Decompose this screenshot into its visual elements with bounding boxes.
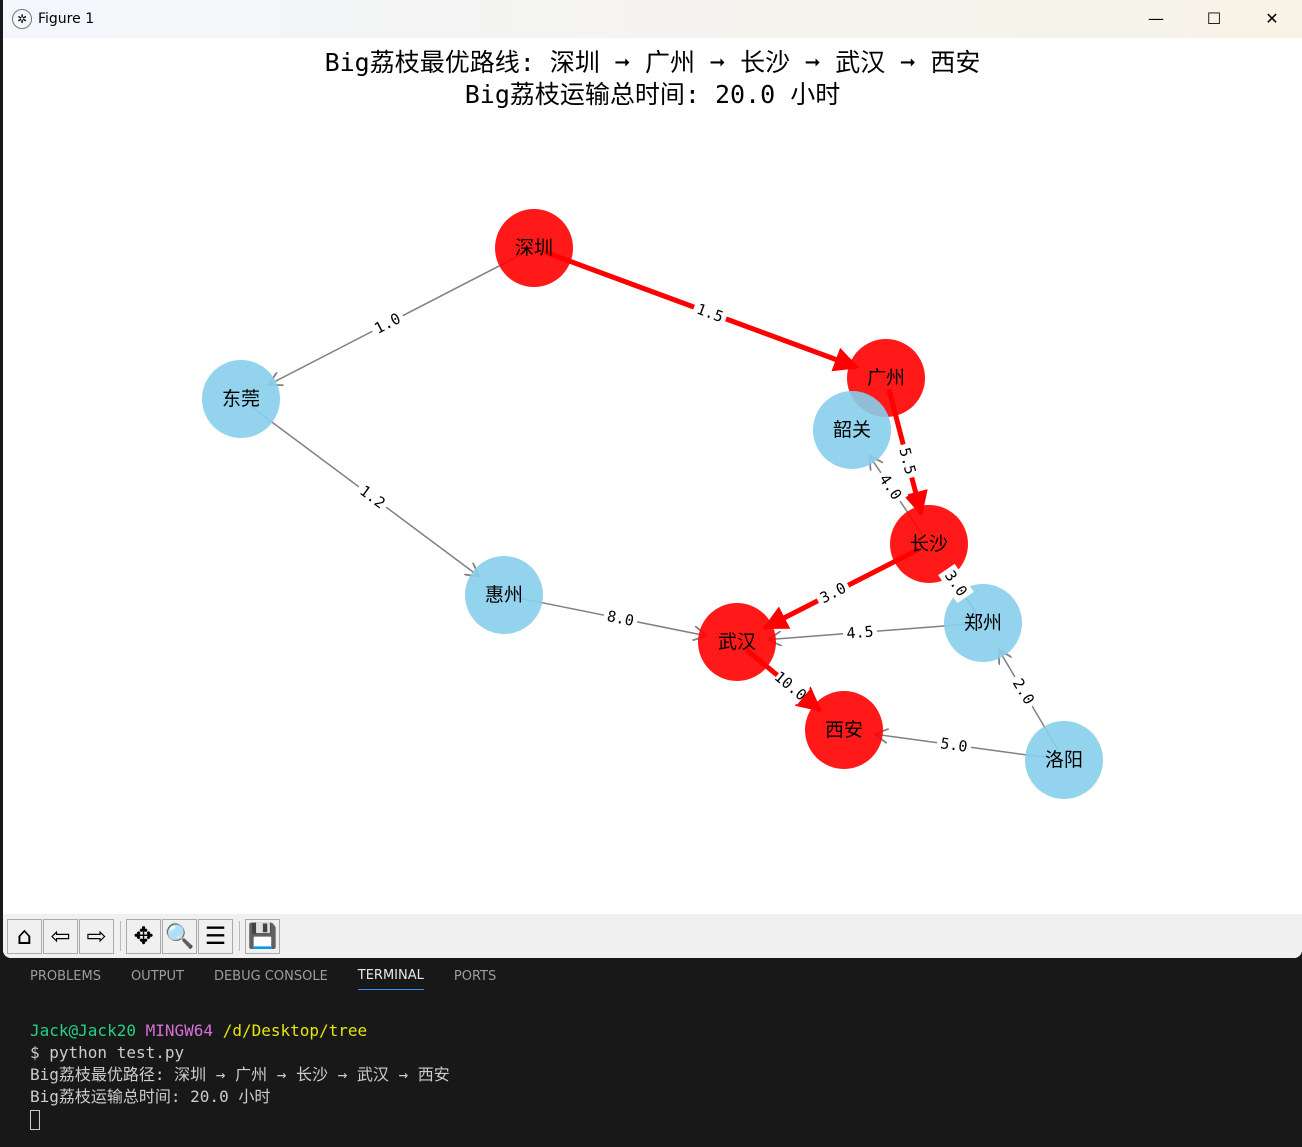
tab-terminal[interactable]: TERMINAL: [357, 962, 424, 990]
maximize-button[interactable]: ☐: [1206, 9, 1222, 28]
figure-title-line1: Big荔枝最优路线: 深圳 ➞ 广州 ➞ 长沙 ➞ 武汉 ➞ 西安: [324, 48, 981, 77]
tab-ports[interactable]: PORTS: [453, 968, 497, 984]
node-武汉[interactable]: 武汉: [698, 603, 776, 681]
node-label: 韶关: [833, 419, 871, 441]
edge-weight-label: 1.5: [690, 297, 730, 329]
figure-window: ✲ Figure 1 — ☐ ✕ Big荔枝最优路线: 深圳 ➞ 广州 ➞ 长沙…: [3, 0, 1302, 958]
toolbar-separator: [120, 921, 121, 951]
edge-weight-label: 5.0: [935, 732, 973, 758]
close-button[interactable]: ✕: [1265, 9, 1279, 28]
edge-weight-text: 5.0: [939, 734, 968, 755]
node-label: 惠州: [485, 584, 523, 606]
node-circle: [944, 584, 1022, 662]
figure-canvas: Big荔枝最优路线: 深圳 ➞ 广州 ➞ 长沙 ➞ 武汉 ➞ 西安 Big荔枝运…: [3, 38, 1302, 914]
node-circle: [495, 209, 573, 287]
node-label: 郑州: [964, 612, 1002, 634]
terminal-output-time: Big荔枝运输总时间: 20.0 小时: [30, 1087, 271, 1106]
node-惠州[interactable]: 惠州: [465, 556, 543, 634]
node-label: 武汉: [718, 631, 756, 653]
edge-weight-label: 5.5: [893, 442, 922, 480]
prompt-env: MINGW64: [145, 1021, 214, 1040]
matplotlib-logo-icon: ✲: [12, 9, 32, 29]
node-韶关[interactable]: 韶关: [813, 391, 891, 469]
node-circle: [465, 556, 543, 634]
edge-weight-text: 8.0: [605, 607, 635, 630]
edge-weight-label: 8.0: [601, 605, 640, 632]
node-label: 深圳: [515, 237, 553, 259]
node-circle: [813, 391, 891, 469]
node-label: 洛阳: [1045, 749, 1083, 771]
node-郑州[interactable]: 郑州: [944, 584, 1022, 662]
save-button[interactable]: 💾: [245, 918, 280, 954]
node-深圳[interactable]: 深圳: [495, 209, 573, 287]
tab-output[interactable]: OUTPUT: [130, 968, 184, 984]
home-button[interactable]: ⌂: [7, 918, 42, 954]
window-title: Figure 1: [38, 11, 95, 27]
zoom-button[interactable]: 🔍: [162, 918, 197, 954]
terminal[interactable]: Jack@Jack20 MINGW64 /d/Desktop/tree $ py…: [0, 994, 1302, 1130]
minimize-button[interactable]: —: [1148, 9, 1164, 28]
pan-button[interactable]: ✥: [126, 918, 161, 954]
tab-problems[interactable]: PROBLEMS: [30, 968, 101, 984]
node-label: 广州: [867, 367, 905, 389]
edge-weight-label: 4.5: [842, 621, 878, 644]
panel-tabs: PROBLEMS OUTPUT DEBUG CONSOLE TERMINAL PORTS: [0, 958, 1302, 994]
prompt-user: Jack@Jack20: [30, 1021, 136, 1040]
node-东莞[interactable]: 东莞: [202, 360, 280, 438]
plot-toolbar: ⌂⇦⇨ ✥🔍☰ 💾: [3, 914, 1302, 958]
node-circle: [698, 603, 776, 681]
node-label: 西安: [825, 719, 863, 741]
edge-weight-label: 1.0: [367, 306, 408, 341]
prompt-cwd: /d/Desktop/tree: [222, 1021, 368, 1040]
figure-title-line2: Big荔枝运输总时间: 20.0 小时: [464, 80, 841, 109]
terminal-output-route: Big荔枝最优路径: 深圳 → 广州 → 长沙 → 武汉 → 西安: [30, 1065, 450, 1084]
forward-button[interactable]: ⇨: [79, 918, 114, 954]
edge-weight-text: 4.5: [846, 622, 874, 642]
title-bar: ✲ Figure 1 — ☐ ✕: [3, 0, 1302, 38]
configure-button[interactable]: ☰: [198, 918, 233, 954]
node-label: 东莞: [222, 388, 260, 410]
edge-weight-label: 2.0: [1006, 671, 1041, 712]
edge-weight-text: 5.5: [895, 446, 919, 477]
bottom-panel: PROBLEMS OUTPUT DEBUG CONSOLE TERMINAL PORTS…: [0, 958, 1302, 1147]
terminal-command: $ python test.py: [30, 1043, 185, 1062]
toolbar-separator: [239, 921, 240, 951]
tab-debug-console[interactable]: DEBUG CONSOLE: [213, 968, 328, 984]
node-长沙[interactable]: 长沙: [890, 505, 968, 583]
node-circle: [202, 360, 280, 438]
node-西安[interactable]: 西安: [805, 691, 883, 769]
terminal-cursor: [30, 1109, 40, 1130]
node-label: 长沙: [910, 533, 948, 555]
node-洛阳[interactable]: 洛阳: [1025, 721, 1103, 799]
back-button[interactable]: ⇦: [43, 918, 78, 954]
node-circle: [805, 691, 883, 769]
edge-weight-label: 1.2: [352, 478, 393, 516]
node-circle: [890, 505, 968, 583]
edge-weight-label: 3.0: [813, 576, 853, 610]
node-circle: [1025, 721, 1103, 799]
